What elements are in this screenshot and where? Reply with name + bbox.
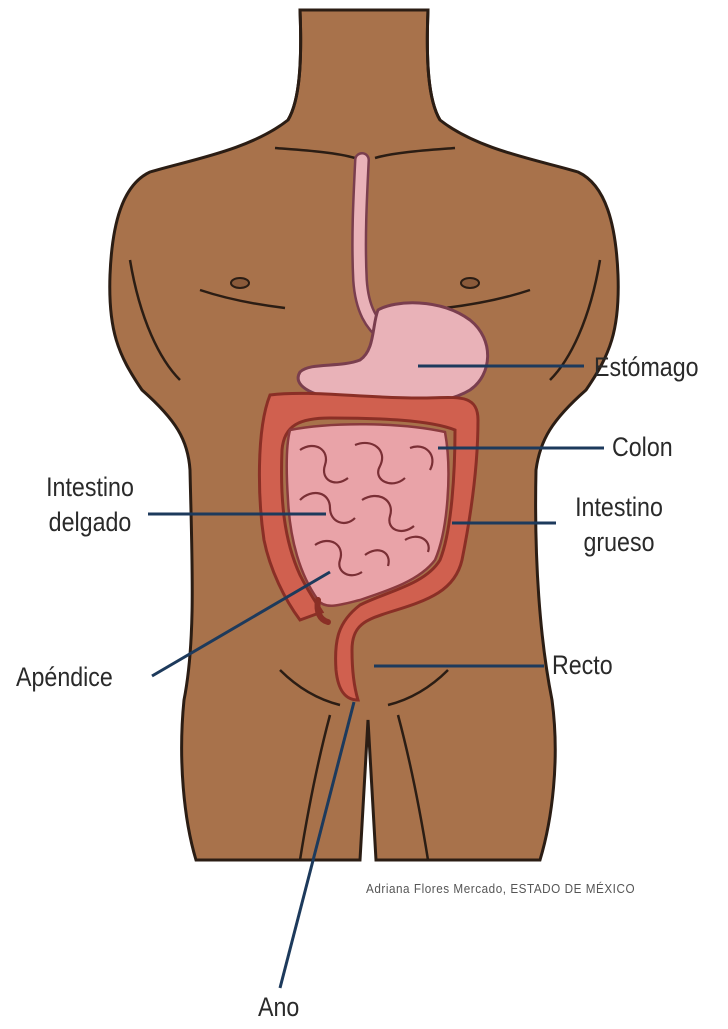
label-ano: Ano xyxy=(258,990,299,1025)
nipple-right xyxy=(461,278,479,288)
label-intestino-grueso-line2: grueso xyxy=(565,525,673,560)
label-estomago: Estómago xyxy=(594,350,699,385)
illustration-credit: Adriana Flores Mercado, ESTADO DE MÉXICO xyxy=(366,881,635,896)
label-intestino-delgado-line2: delgado xyxy=(38,505,141,540)
label-colon: Colon xyxy=(612,430,673,465)
label-intestino-delgado: Intestino delgado xyxy=(38,470,141,539)
label-intestino-grueso-line1: Intestino xyxy=(565,490,673,525)
label-intestino-grueso: Intestino grueso xyxy=(565,490,673,559)
label-intestino-delgado-line1: Intestino xyxy=(38,470,141,505)
nipple-left xyxy=(231,278,249,288)
label-apendice: Apéndice xyxy=(16,660,113,695)
label-recto: Recto xyxy=(552,648,613,683)
